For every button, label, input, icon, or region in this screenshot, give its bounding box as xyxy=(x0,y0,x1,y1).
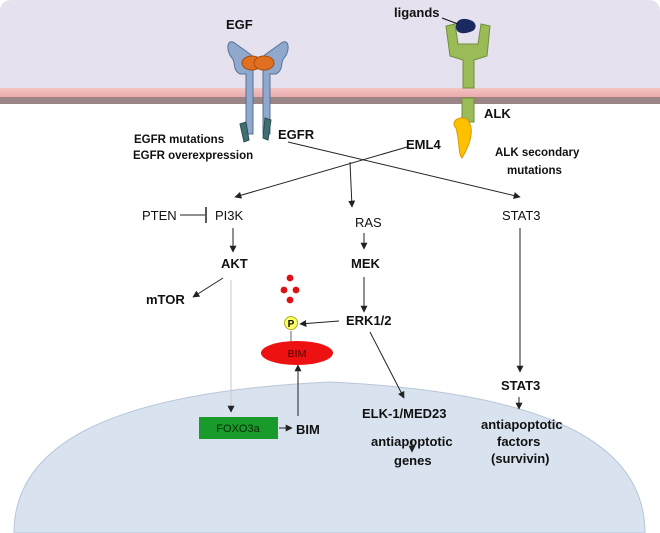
ligand-shape xyxy=(455,18,476,34)
extracellular-region xyxy=(0,0,660,92)
mtor-label: mTOR xyxy=(146,292,185,307)
stat3-top-label: STAT3 xyxy=(502,208,541,223)
elk-label: ELK-1/MED23 xyxy=(362,406,447,421)
alk-kinase-domain xyxy=(453,117,472,159)
pathway-arrows xyxy=(180,141,524,453)
phospho-label: P xyxy=(288,319,295,330)
foxo3a-box xyxy=(199,417,278,439)
pi3k-label: PI3K xyxy=(215,208,244,223)
antiapoptotic-factors-label-2: factors xyxy=(497,434,540,449)
egfr-label: EGFR xyxy=(278,127,315,142)
antiapoptotic-factors-label-3: (survivin) xyxy=(491,451,550,466)
mek-label: MEK xyxy=(351,256,381,271)
alk-secondary-label-2: mutations xyxy=(507,165,562,177)
stat3-bottom-label: STAT3 xyxy=(501,378,540,393)
bim-nucleus-label: BIM xyxy=(296,422,320,437)
eml4-label: EML4 xyxy=(406,137,441,152)
antiapoptotic-genes-label-1: antiapoptotic xyxy=(371,434,453,449)
egfr-overexpression-label: EGFR overexpression xyxy=(133,150,253,162)
alk-secondary-label-1: ALK secondary xyxy=(495,147,580,159)
akt-label: AKT xyxy=(221,256,248,271)
foxo3a-label: FOXO3a xyxy=(216,423,260,435)
nucleus xyxy=(13,381,646,533)
bim-oval-label: BIM xyxy=(288,348,307,360)
phospho-group xyxy=(284,316,298,330)
ligand-pointer xyxy=(441,17,459,25)
egf-label: EGF xyxy=(226,17,253,32)
alk-label: ALK xyxy=(484,106,511,121)
antiapoptotic-genes-label-2: genes xyxy=(394,453,432,468)
pten-label: PTEN xyxy=(142,208,177,223)
ras-label: RAS xyxy=(355,215,382,230)
antiapoptotic-factors-label-1: antiapoptotic xyxy=(481,417,563,432)
cell-membrane xyxy=(0,88,660,104)
erk-label: ERK1/2 xyxy=(346,313,392,328)
ligands-label: ligands xyxy=(394,5,440,20)
degradation-dots xyxy=(280,274,300,304)
bim-oval xyxy=(261,341,333,365)
egfr-mutations-label: EGFR mutations xyxy=(134,134,224,146)
egf-ligand xyxy=(241,55,275,71)
